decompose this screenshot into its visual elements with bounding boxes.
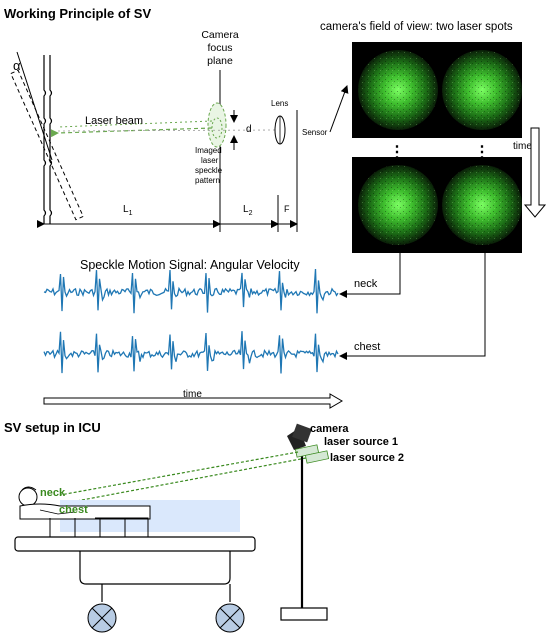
d-label: d — [246, 124, 252, 135]
focus-plane-label-1: Camera — [201, 29, 239, 41]
neck-connector — [339, 253, 401, 298]
imaged-label-1: Imaged — [195, 146, 222, 155]
time-arrow-down — [523, 127, 547, 218]
imaged-label-2: laser — [201, 156, 219, 165]
f-label: F — [284, 204, 290, 214]
imaged-pattern-ellipse — [207, 102, 227, 148]
imaged-label-3: speckle — [195, 166, 223, 175]
neck-signal-label: neck — [354, 278, 378, 290]
laser-beam-label: Laser beam — [85, 115, 143, 127]
wheel-right — [215, 603, 245, 633]
camera-icon — [287, 423, 312, 450]
surface-vertical — [43, 55, 47, 224]
imaged-pattern-inner — [211, 117, 223, 139]
camera-frame-top — [352, 42, 522, 138]
camera-view-title: camera's field of view: two laser spots — [320, 21, 513, 33]
patient-figure — [18, 486, 151, 520]
bed-frame — [14, 536, 256, 552]
camera-label: camera — [310, 423, 349, 435]
l2-label: L2 — [243, 204, 253, 217]
alpha-label: α — [13, 58, 21, 73]
camera-frame-bottom — [352, 157, 522, 253]
wheel-left — [87, 603, 117, 633]
time-arrow-right — [43, 393, 343, 409]
neck-signal-trace — [43, 268, 339, 314]
chest-signal-trace — [43, 331, 339, 374]
l1-label: L1 — [123, 204, 133, 217]
neck-setup-label: neck — [40, 487, 66, 499]
setup-icu-title: SV setup in ICU — [4, 420, 101, 435]
chest-setup-label: chest — [59, 504, 88, 516]
ellipsis-left: ⋮ — [389, 144, 405, 161]
focus-plane-label-2: focus — [207, 42, 232, 54]
time-label-top: time — [513, 141, 532, 152]
laser-beam-chest — [65, 457, 307, 504]
normal-line — [16, 51, 53, 161]
laser-source-1-label: laser source 1 — [324, 436, 398, 448]
laser-beam-arrow — [50, 127, 213, 138]
surface-vertical-back — [49, 55, 53, 224]
optical-axis — [57, 129, 276, 132]
sensor-label: Sensor — [302, 128, 328, 137]
ellipsis-right: ⋮ — [474, 144, 490, 161]
lens-label: Lens — [271, 99, 288, 108]
optics-diagram: α Camera focus plane Laser beam d Lens S… — [10, 29, 328, 232]
imaged-label-4: pattern — [195, 176, 220, 185]
focus-plane-label-3: plane — [207, 55, 233, 67]
laser-beam-neck — [59, 451, 299, 496]
bed-base — [79, 551, 231, 585]
laser-source-2-label: laser source 2 — [330, 452, 404, 464]
stand-base — [280, 607, 328, 621]
laser-source-2-box — [304, 450, 330, 464]
signal-title: Speckle Motion Signal: Angular Velocity — [80, 258, 300, 272]
sensor-to-view-arrow — [329, 85, 349, 133]
chest-signal-label: chest — [354, 341, 380, 353]
working-principle-title: Working Principle of SV — [4, 6, 151, 21]
laser-beam-return — [57, 120, 213, 128]
icu-setup: camera laser source 1 laser source 2 nec… — [14, 423, 404, 633]
surface-tilted — [10, 69, 84, 221]
time-label-bottom: time — [183, 389, 202, 400]
chest-connector — [339, 253, 486, 360]
